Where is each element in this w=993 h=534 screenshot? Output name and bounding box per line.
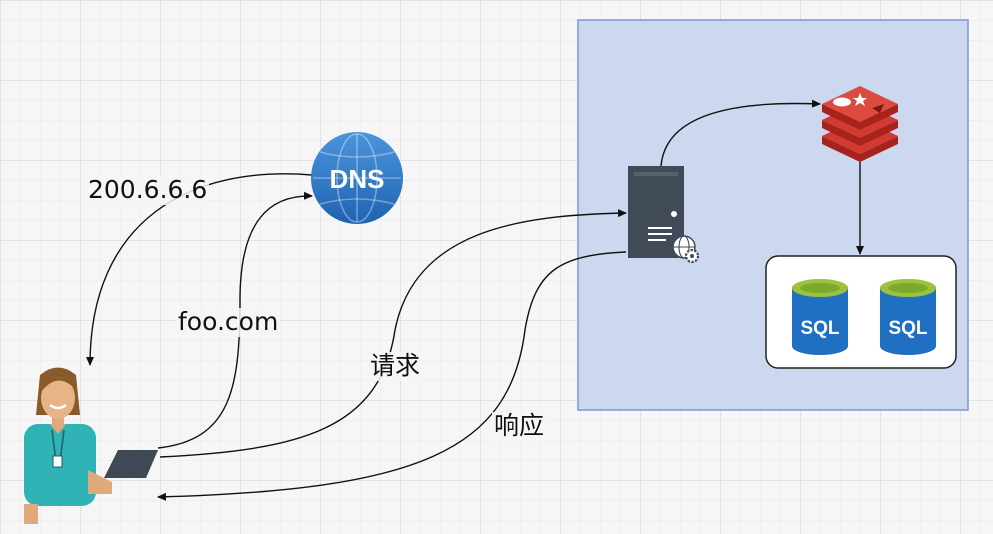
dns-response-label: 200.6.6.6 bbox=[86, 175, 210, 205]
redis-cache-icon bbox=[822, 86, 898, 162]
response-arrow bbox=[157, 251, 627, 501]
request-label: 请求 bbox=[368, 351, 423, 381]
user-icon bbox=[24, 367, 158, 524]
laptop-icon bbox=[104, 450, 158, 478]
dns-icon-text: DNS bbox=[330, 164, 385, 194]
request-arrow bbox=[159, 209, 627, 458]
sql-label-2: SQL bbox=[888, 318, 927, 339]
server-to-cache-arrow bbox=[660, 99, 821, 167]
globe-gear-icon bbox=[672, 235, 700, 264]
sql-database-icon-2: SQL bbox=[880, 279, 936, 355]
web-server-icon bbox=[628, 166, 700, 264]
dns-query-arrow bbox=[157, 191, 313, 449]
dns-icon: DNS bbox=[311, 132, 403, 224]
sql-database-icon-1: SQL bbox=[792, 279, 848, 355]
response-label: 响应 bbox=[492, 411, 547, 441]
dns-query-label: foo.com bbox=[176, 307, 281, 337]
sql-label-1: SQL bbox=[800, 318, 839, 339]
dns-response-arrow bbox=[86, 173, 313, 366]
